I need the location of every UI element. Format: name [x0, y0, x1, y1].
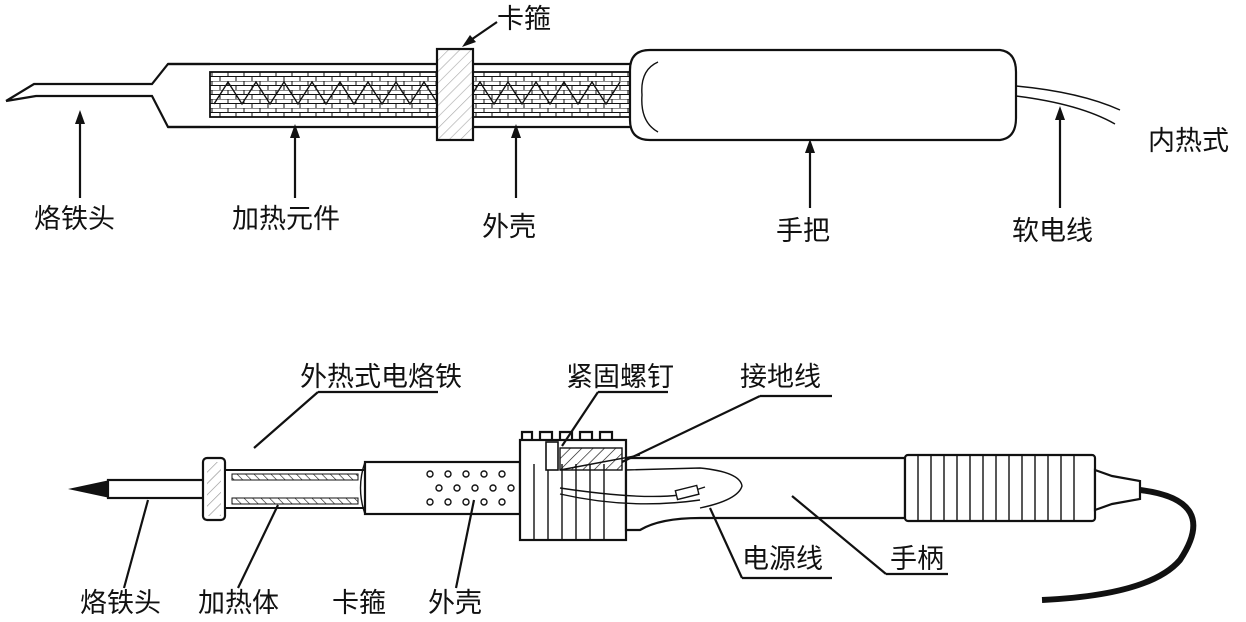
label-handle-bottom: 手柄	[890, 544, 944, 575]
label-heater-top: 加热元件	[232, 204, 340, 235]
label-cord-top: 软电线	[1012, 216, 1093, 247]
external-screw	[545, 441, 559, 471]
external-handle	[624, 456, 907, 532]
label-shell-top: 外壳	[482, 212, 536, 243]
label-internal-caption: 内热式	[1148, 126, 1229, 157]
label-screw: 紧固螺钉	[566, 362, 674, 393]
label-shell-bottom: 外壳	[428, 588, 482, 618]
internal-tip-shape	[5, 62, 210, 129]
external-tip	[68, 480, 110, 498]
label-tip-top: 烙铁头	[34, 204, 115, 235]
external-power-cord	[1041, 487, 1197, 603]
label-ground: 接地线	[740, 362, 821, 393]
internal-heater-coil	[213, 80, 621, 106]
external-grip	[903, 453, 1097, 523]
label-tip-bottom: 烙铁头	[80, 588, 161, 618]
label-clamp-top: 卡箍	[497, 4, 551, 35]
label-handle-top: 手把	[776, 216, 830, 247]
label-power: 电源线	[742, 544, 823, 575]
external-heat-iron	[68, 430, 1197, 603]
label-clamp-bottom: 卡箍	[332, 588, 386, 618]
internal-cord	[1015, 85, 1121, 125]
internal-handle	[628, 48, 1018, 142]
label-external-title: 外热式电烙铁	[300, 362, 462, 393]
internal-heat-iron	[5, 47, 1121, 142]
external-leaders	[122, 390, 948, 589]
label-heater-bottom: 加热体	[198, 588, 279, 618]
internal-heater-body	[209, 71, 631, 118]
shell-holes	[426, 470, 515, 506]
internal-pointers	[75, 21, 1065, 208]
